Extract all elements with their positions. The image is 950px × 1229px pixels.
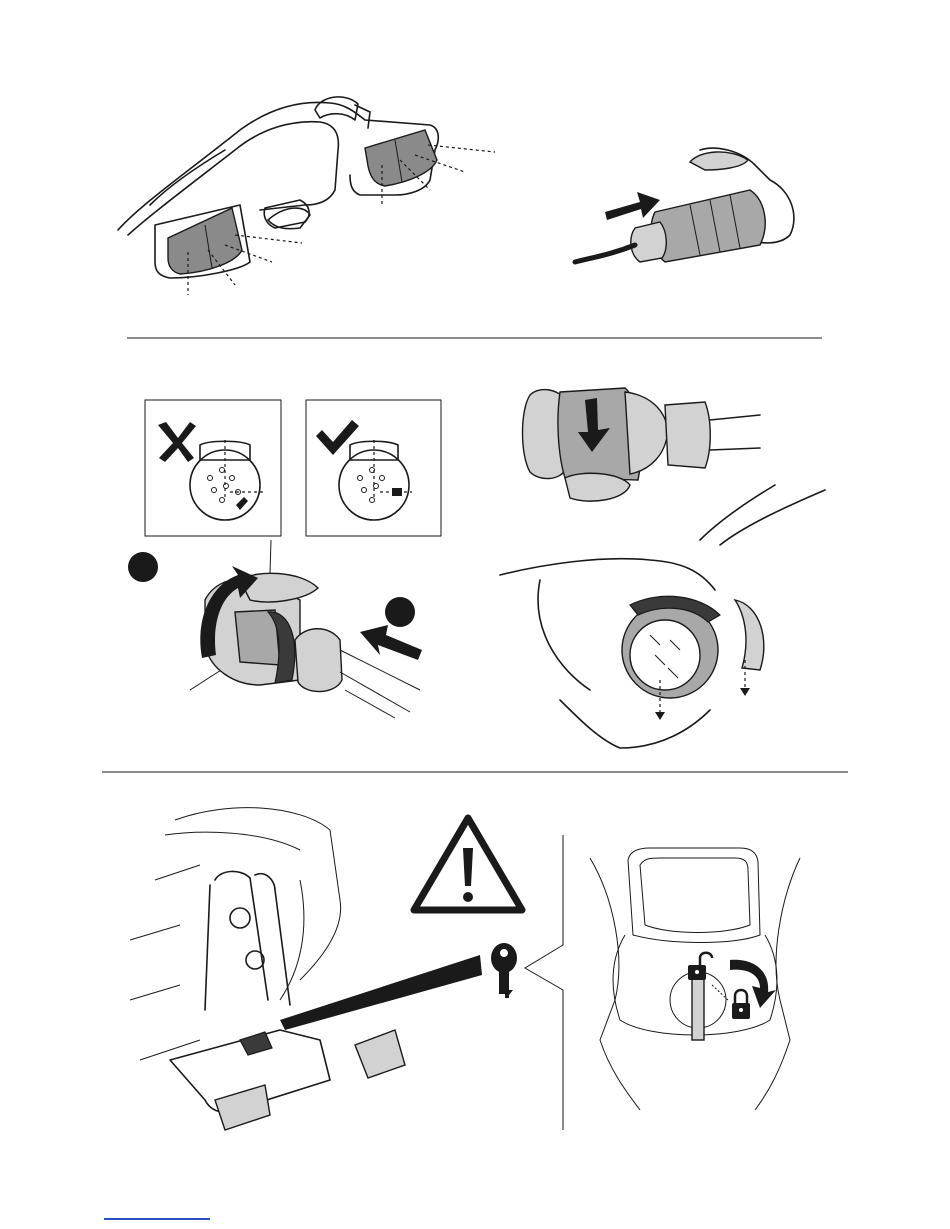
push-arrow xyxy=(360,625,422,660)
lock-detail xyxy=(590,848,800,1110)
plug-twist-lock xyxy=(128,540,422,718)
pin-orientation-correct xyxy=(306,400,441,536)
cross-icon xyxy=(158,422,196,462)
plug-body xyxy=(651,190,765,262)
lamp-left xyxy=(168,208,242,274)
insert-arrow xyxy=(605,192,660,220)
key-icon xyxy=(491,943,517,998)
lock-turn-arrow xyxy=(730,960,776,1008)
pin-orientation-wrong xyxy=(145,400,281,536)
carrier-lamp-callouts xyxy=(118,97,495,295)
warning-triangle-icon xyxy=(414,818,522,910)
socket-cap xyxy=(523,388,761,501)
check-icon xyxy=(316,420,359,455)
footer-link-underline[interactable] xyxy=(104,1218,210,1220)
step-marker-1 xyxy=(128,552,158,582)
step-marker-2 xyxy=(385,597,415,627)
car-with-carrier xyxy=(130,808,482,1130)
plug-insert xyxy=(575,148,794,262)
unlocked-padlock-icon xyxy=(688,953,712,980)
callout-bracket xyxy=(525,835,563,1130)
socket-hand-rotate xyxy=(500,485,825,748)
locked-padlock-icon xyxy=(732,990,750,1019)
